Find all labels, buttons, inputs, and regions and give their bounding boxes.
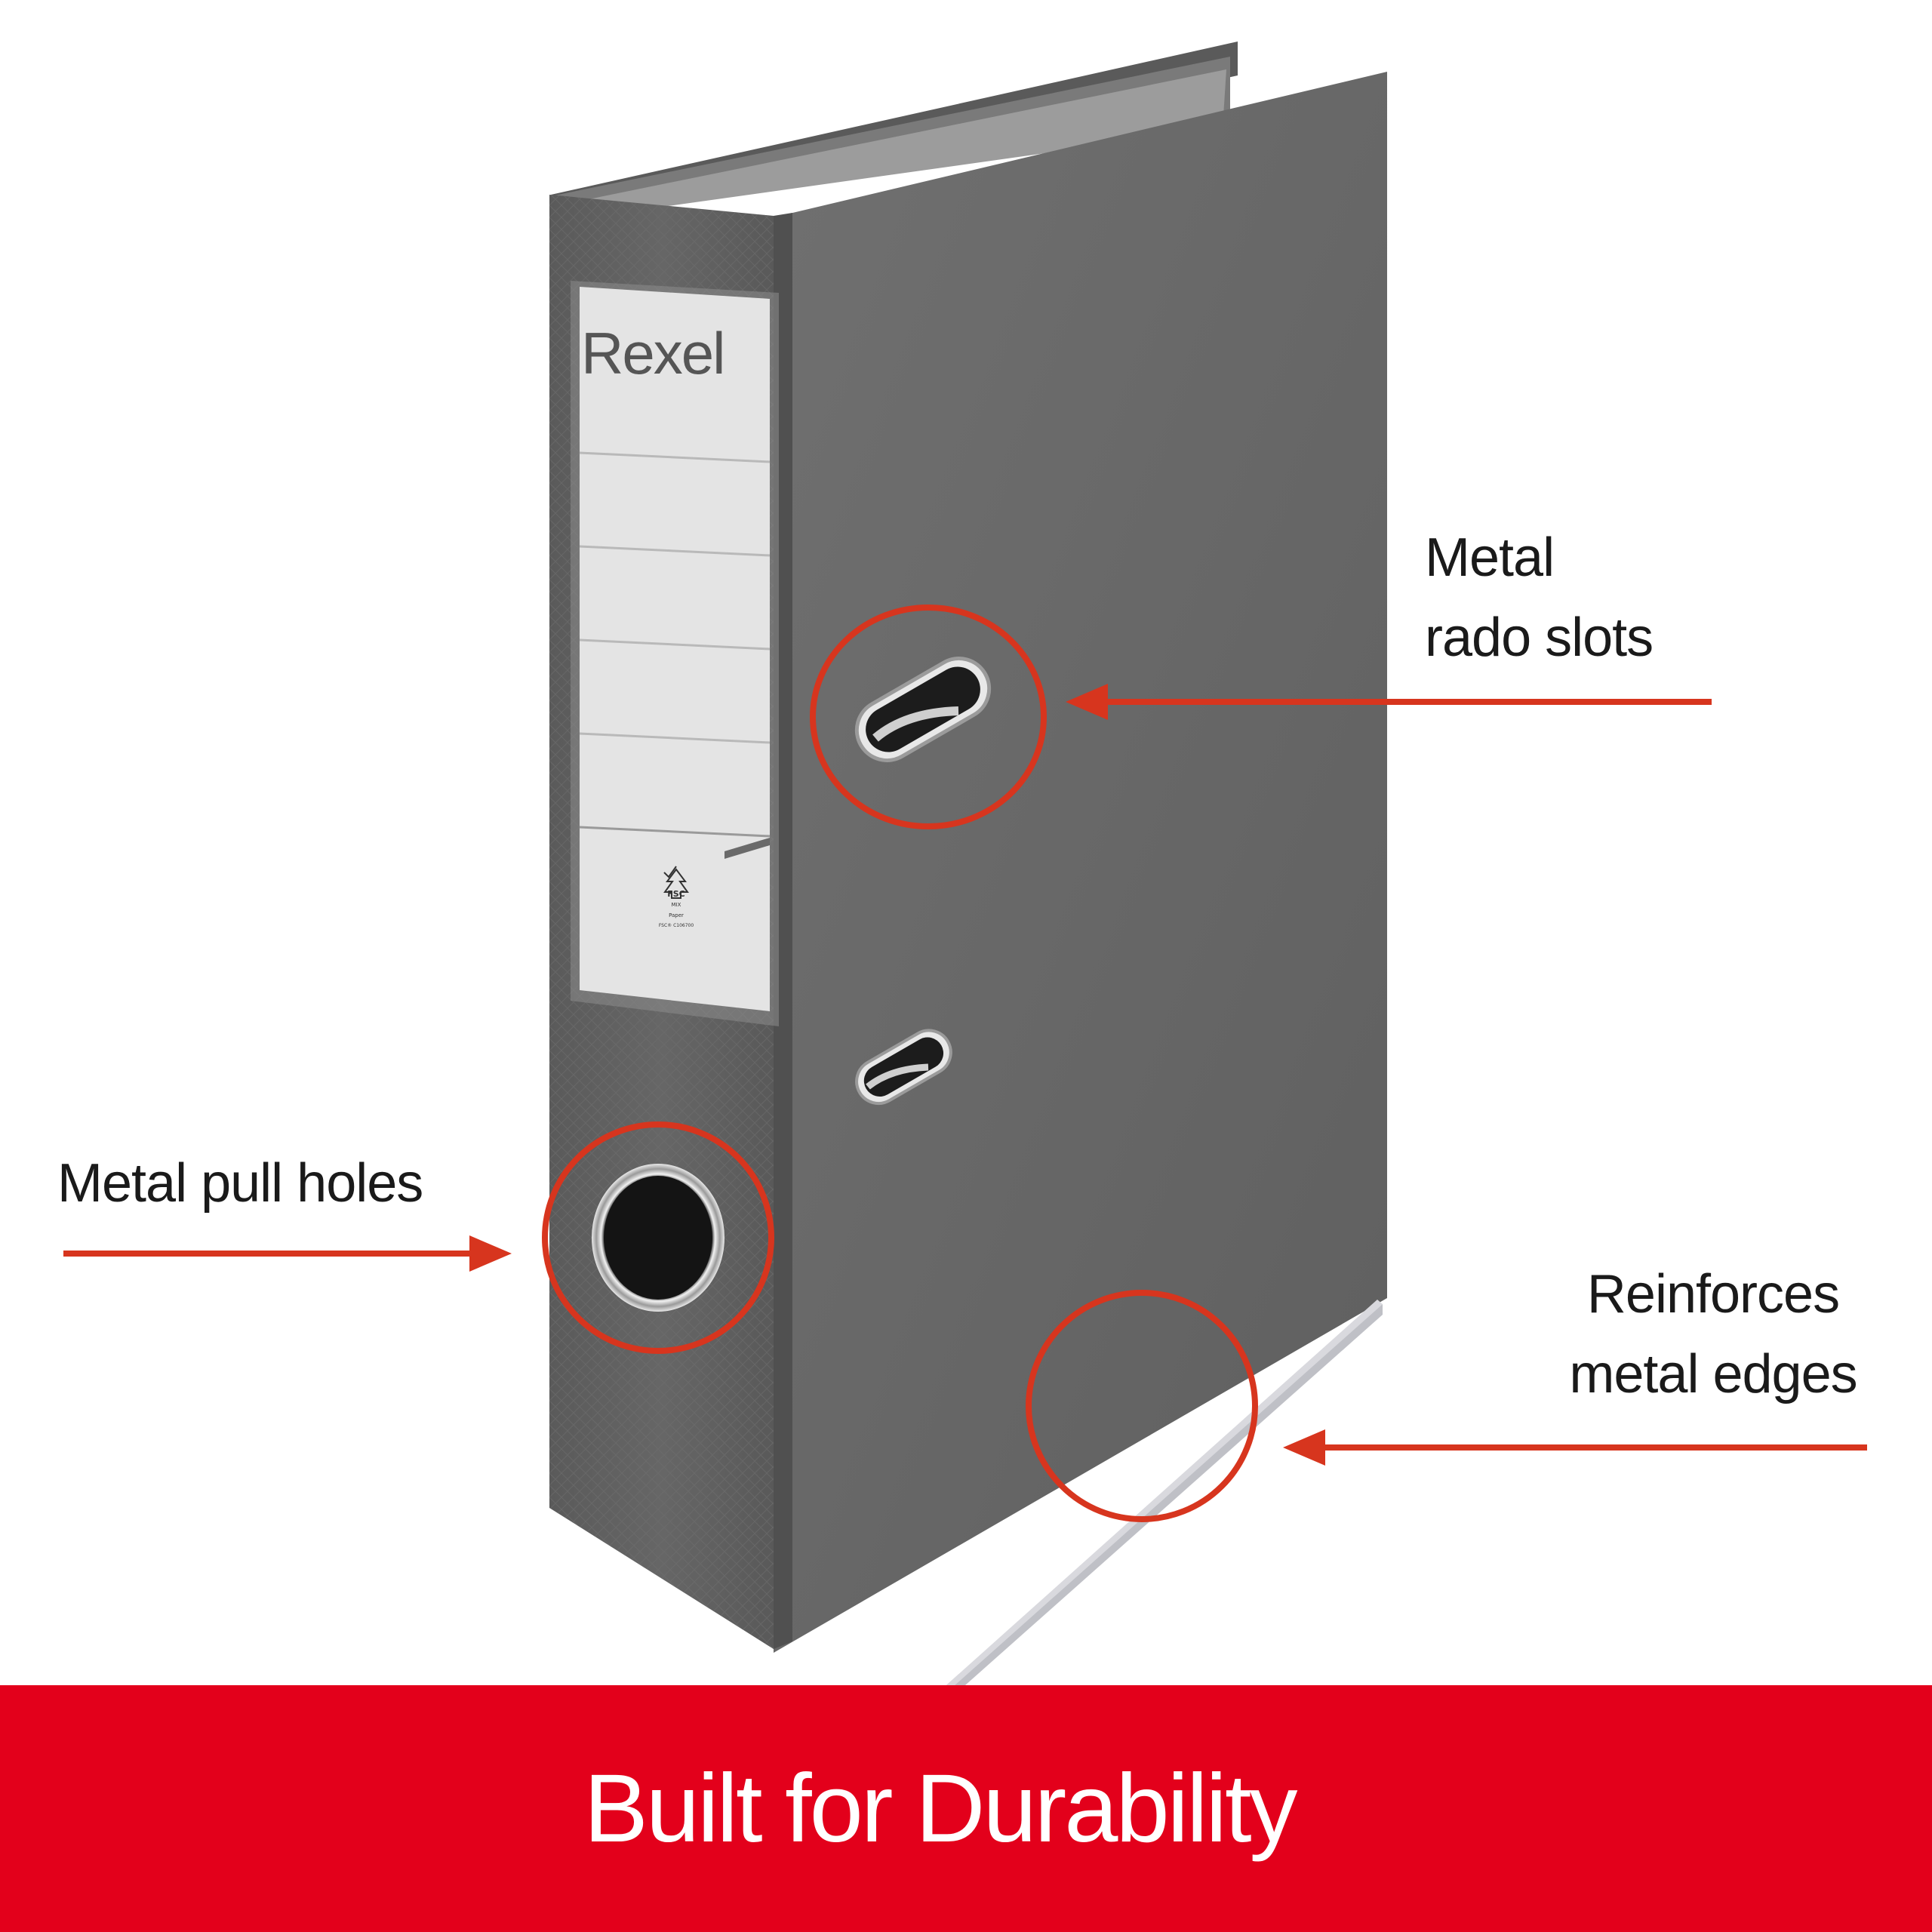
arrow-right-icon — [63, 1235, 512, 1272]
banner-title: Built for Durability — [583, 1755, 1298, 1863]
callout-arrows — [63, 684, 1867, 1466]
spine-label — [571, 281, 779, 1026]
callout-circle-slots — [810, 605, 1047, 829]
callout-label-slots: Metal rado slots — [1425, 518, 1772, 678]
svg-text:Rexel: Rexel — [581, 320, 724, 386]
arrow-left-icon — [1283, 1429, 1867, 1466]
callout-circle-holes — [542, 1121, 774, 1354]
fsc-code: FSC® C106700 — [658, 923, 694, 928]
fsc-line2: Paper — [669, 912, 684, 918]
binder-front-cover — [774, 72, 1387, 1745]
callout-label-slots-line1: Metal — [1425, 528, 1555, 588]
callout-label-edges-line1: Reinforces — [1586, 1264, 1840, 1324]
binder-back — [551, 42, 1238, 226]
fsc-line1: MIX — [671, 902, 681, 908]
rado-slot-lower — [855, 1029, 952, 1105]
callout-circle-edges — [1026, 1290, 1258, 1522]
fsc-label: FSC — [667, 889, 685, 899]
rexel-logo: Rexel — [581, 320, 725, 386]
fsc-mark: FSC MIX Paper FSC® C106700 — [655, 889, 697, 931]
callout-label-slots-line2: rado slots — [1425, 608, 1654, 668]
callout-label-holes: Metal pull holes — [57, 1153, 423, 1214]
banner: Built for Durability — [0, 1685, 1932, 1932]
callout-circles — [542, 605, 1258, 1522]
metal-pull-hole — [592, 1164, 724, 1312]
fsc-tree-icon — [663, 866, 689, 899]
callout-label-edges-line2: metal edges — [1569, 1344, 1857, 1404]
arrow-left-icon — [1066, 684, 1712, 720]
banner-background — [0, 1685, 1932, 1932]
callout-label-edges: Reinforces metal edges — [1540, 1254, 1887, 1414]
rado-slot-upper — [854, 657, 992, 762]
